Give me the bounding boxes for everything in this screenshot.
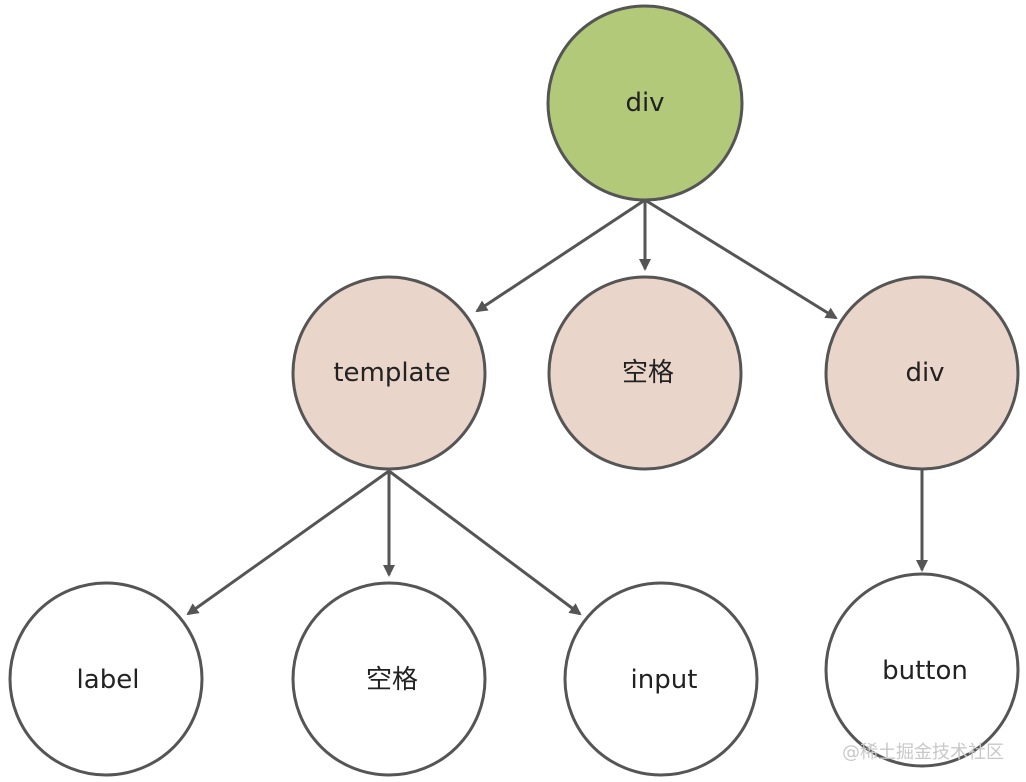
node-div-right-label: div <box>905 358 944 388</box>
node-template: template <box>291 275 487 471</box>
node-button-leaf: button <box>824 572 1020 768</box>
node-space-middle-label: 空格 <box>622 358 674 388</box>
node-space-leaf: 空格 <box>291 581 487 777</box>
node-label-leaf-circle <box>8 581 204 777</box>
node-space-leaf-circle <box>291 581 487 777</box>
node-template-label: template <box>333 358 450 388</box>
node-input-leaf: input <box>563 581 759 777</box>
edge-template-to-input <box>388 469 582 616</box>
edge-div-to-template <box>475 198 646 313</box>
node-button-leaf-label: button <box>882 656 968 686</box>
node-root-div: div <box>546 4 744 202</box>
node-input-leaf-label: input <box>631 665 698 695</box>
node-input-leaf-circle <box>563 581 759 777</box>
node-space-middle: 空格 <box>547 275 743 471</box>
edges-group <box>186 198 928 616</box>
node-root-div-label: div <box>625 88 664 118</box>
node-space-middle-circle <box>547 275 743 471</box>
node-label-leaf: label <box>8 581 204 777</box>
edge-template-to-label <box>186 469 390 616</box>
node-button-leaf-circle <box>824 572 1020 768</box>
node-root-div-circle <box>546 4 744 202</box>
node-space-leaf-label: 空格 <box>366 665 418 695</box>
edge-div-to-div <box>644 198 838 320</box>
node-div-right-circle <box>824 275 1020 471</box>
node-label-leaf-label: label <box>77 665 140 695</box>
watermark-text: @稀土掘金技术社区 <box>842 742 1004 763</box>
node-div-right: div <box>824 275 1020 471</box>
node-template-circle <box>291 275 487 471</box>
